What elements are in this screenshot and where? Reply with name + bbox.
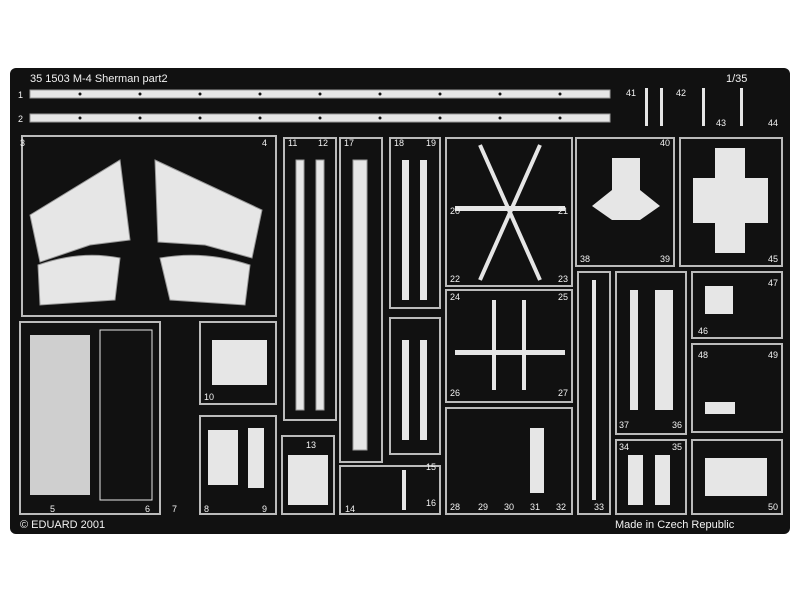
frame-3-4 <box>21 135 277 317</box>
part-label: 48 <box>698 350 708 360</box>
part-4-fender <box>154 159 263 306</box>
part-label: 7 <box>172 504 177 514</box>
part-45 <box>679 137 783 267</box>
part-label: 22 <box>450 274 460 284</box>
parts-28-32 <box>445 407 573 515</box>
part-label: 14 <box>345 504 355 514</box>
part-label: 17 <box>344 138 354 148</box>
part-33 <box>577 271 611 515</box>
parts-36-37 <box>615 271 687 435</box>
part-label: 44 <box>768 118 778 128</box>
part-label: 28 <box>450 502 460 512</box>
parts-8-9 <box>199 415 277 515</box>
part-label: 26 <box>450 388 460 398</box>
part-50 <box>691 439 783 515</box>
part-label: 11 <box>288 138 297 148</box>
part-label: 15 <box>426 462 436 472</box>
part-label: 38 <box>580 254 590 264</box>
part-label: 20 <box>450 206 460 216</box>
part-label: 5 <box>50 504 55 514</box>
part-label: 39 <box>660 254 670 264</box>
part-label: 43 <box>716 118 726 128</box>
part-label: 42 <box>676 88 686 98</box>
parts-34-35 <box>615 439 687 515</box>
part-label: 9 <box>262 504 267 514</box>
origin-label: Made in Czech Republic <box>615 519 735 531</box>
parts-41-44 <box>645 88 743 126</box>
part-label: 40 <box>660 138 670 148</box>
parts-14-16 <box>339 465 441 515</box>
part-label: 8 <box>204 504 209 514</box>
part-label: 30 <box>504 502 514 512</box>
part-label: 18 <box>394 138 404 148</box>
parts-24-27 <box>445 289 573 403</box>
part-label: 12 <box>318 138 328 148</box>
part-label: 24 <box>450 292 460 302</box>
part-label: 45 <box>768 254 778 264</box>
part-label: 23 <box>558 274 568 284</box>
part-label: 6 <box>145 504 150 514</box>
parts-48-49 <box>691 343 783 433</box>
part-label: 50 <box>768 502 778 512</box>
parts-46-47 <box>691 271 783 339</box>
part-label: 27 <box>558 388 568 398</box>
part-1-strip <box>29 89 611 99</box>
part-3-fender <box>29 159 131 306</box>
part-label: 47 <box>768 278 778 288</box>
parts-38-40 <box>575 137 675 267</box>
part-label: 19 <box>426 138 436 148</box>
part-17-rail <box>339 137 383 463</box>
part-label: 41 <box>626 88 636 98</box>
part-label: 2 <box>18 114 23 124</box>
parts-5-6 <box>19 321 161 515</box>
part-label: 32 <box>556 502 566 512</box>
part-label: 33 <box>594 502 604 512</box>
part-label: 46 <box>698 326 708 336</box>
part-2-strip <box>29 113 611 123</box>
parts-18-19 <box>389 137 441 309</box>
scale-label: 1/35 <box>726 73 747 85</box>
part-number-labels: 1 2 3 4 5 6 7 8 9 10 11 12 13 14 15 16 1… <box>18 88 778 514</box>
part-10 <box>199 321 277 405</box>
part-label: 35 <box>672 442 682 452</box>
part-label: 36 <box>672 420 682 430</box>
part-label: 25 <box>558 292 568 302</box>
part-label: 1 <box>18 90 23 100</box>
part-label: 16 <box>426 498 436 508</box>
part-label: 31 <box>530 502 540 512</box>
parts-20-23 <box>445 137 573 287</box>
part-label: 4 <box>262 138 267 148</box>
part-label: 37 <box>619 420 629 430</box>
catalog-title: 35 1503 M-4 Sherman part2 <box>30 73 168 85</box>
part-label: 34 <box>619 442 629 452</box>
part-label: 29 <box>478 502 488 512</box>
part-label: 13 <box>306 440 316 450</box>
part-label: 10 <box>204 392 214 402</box>
parts-11-12-rails <box>283 137 337 421</box>
parts-27-28 <box>389 317 441 455</box>
part-label: 49 <box>768 350 778 360</box>
part-13 <box>281 435 335 515</box>
part-label: 3 <box>20 138 25 148</box>
part-label: 21 <box>558 206 568 216</box>
copyright-label: © EDUARD 2001 <box>20 519 105 531</box>
